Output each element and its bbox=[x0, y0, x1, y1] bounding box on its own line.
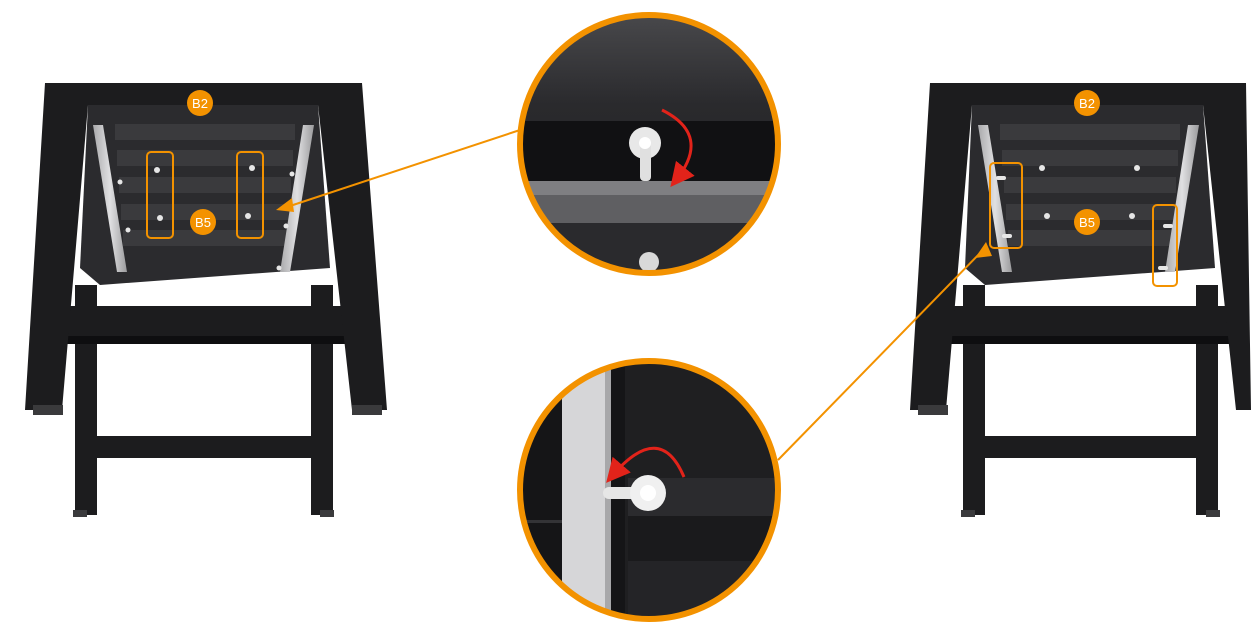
badge-b5: B5 bbox=[1074, 209, 1100, 235]
svg-text:B2: B2 bbox=[1079, 96, 1095, 111]
foot-pad bbox=[33, 405, 63, 415]
foot-pad bbox=[352, 405, 382, 415]
detail-bottom bbox=[515, 355, 785, 622]
stool-left: B2 B5 bbox=[25, 83, 387, 517]
lower-stretcher bbox=[985, 436, 1196, 458]
svg-text:B2: B2 bbox=[192, 96, 208, 111]
badge-b2: B2 bbox=[187, 90, 213, 116]
foot-pad bbox=[961, 510, 975, 517]
crossbar-shadow bbox=[945, 336, 1235, 344]
lower-knob bbox=[639, 252, 659, 272]
svg-text:B5: B5 bbox=[195, 215, 211, 230]
foot-pad bbox=[918, 405, 948, 415]
foot-pad bbox=[320, 510, 334, 517]
stool-right: B2 B5 bbox=[910, 83, 1251, 517]
foot-pad bbox=[1206, 510, 1220, 517]
badge-b2: B2 bbox=[1074, 90, 1100, 116]
foot-pad bbox=[73, 510, 87, 517]
svg-text:B5: B5 bbox=[1079, 215, 1095, 230]
lower-stretcher bbox=[97, 436, 311, 458]
detail-top bbox=[515, 10, 785, 283]
callout-line-bottom bbox=[778, 248, 985, 460]
badge-b5: B5 bbox=[190, 209, 216, 235]
crossbar-shadow bbox=[60, 336, 350, 344]
